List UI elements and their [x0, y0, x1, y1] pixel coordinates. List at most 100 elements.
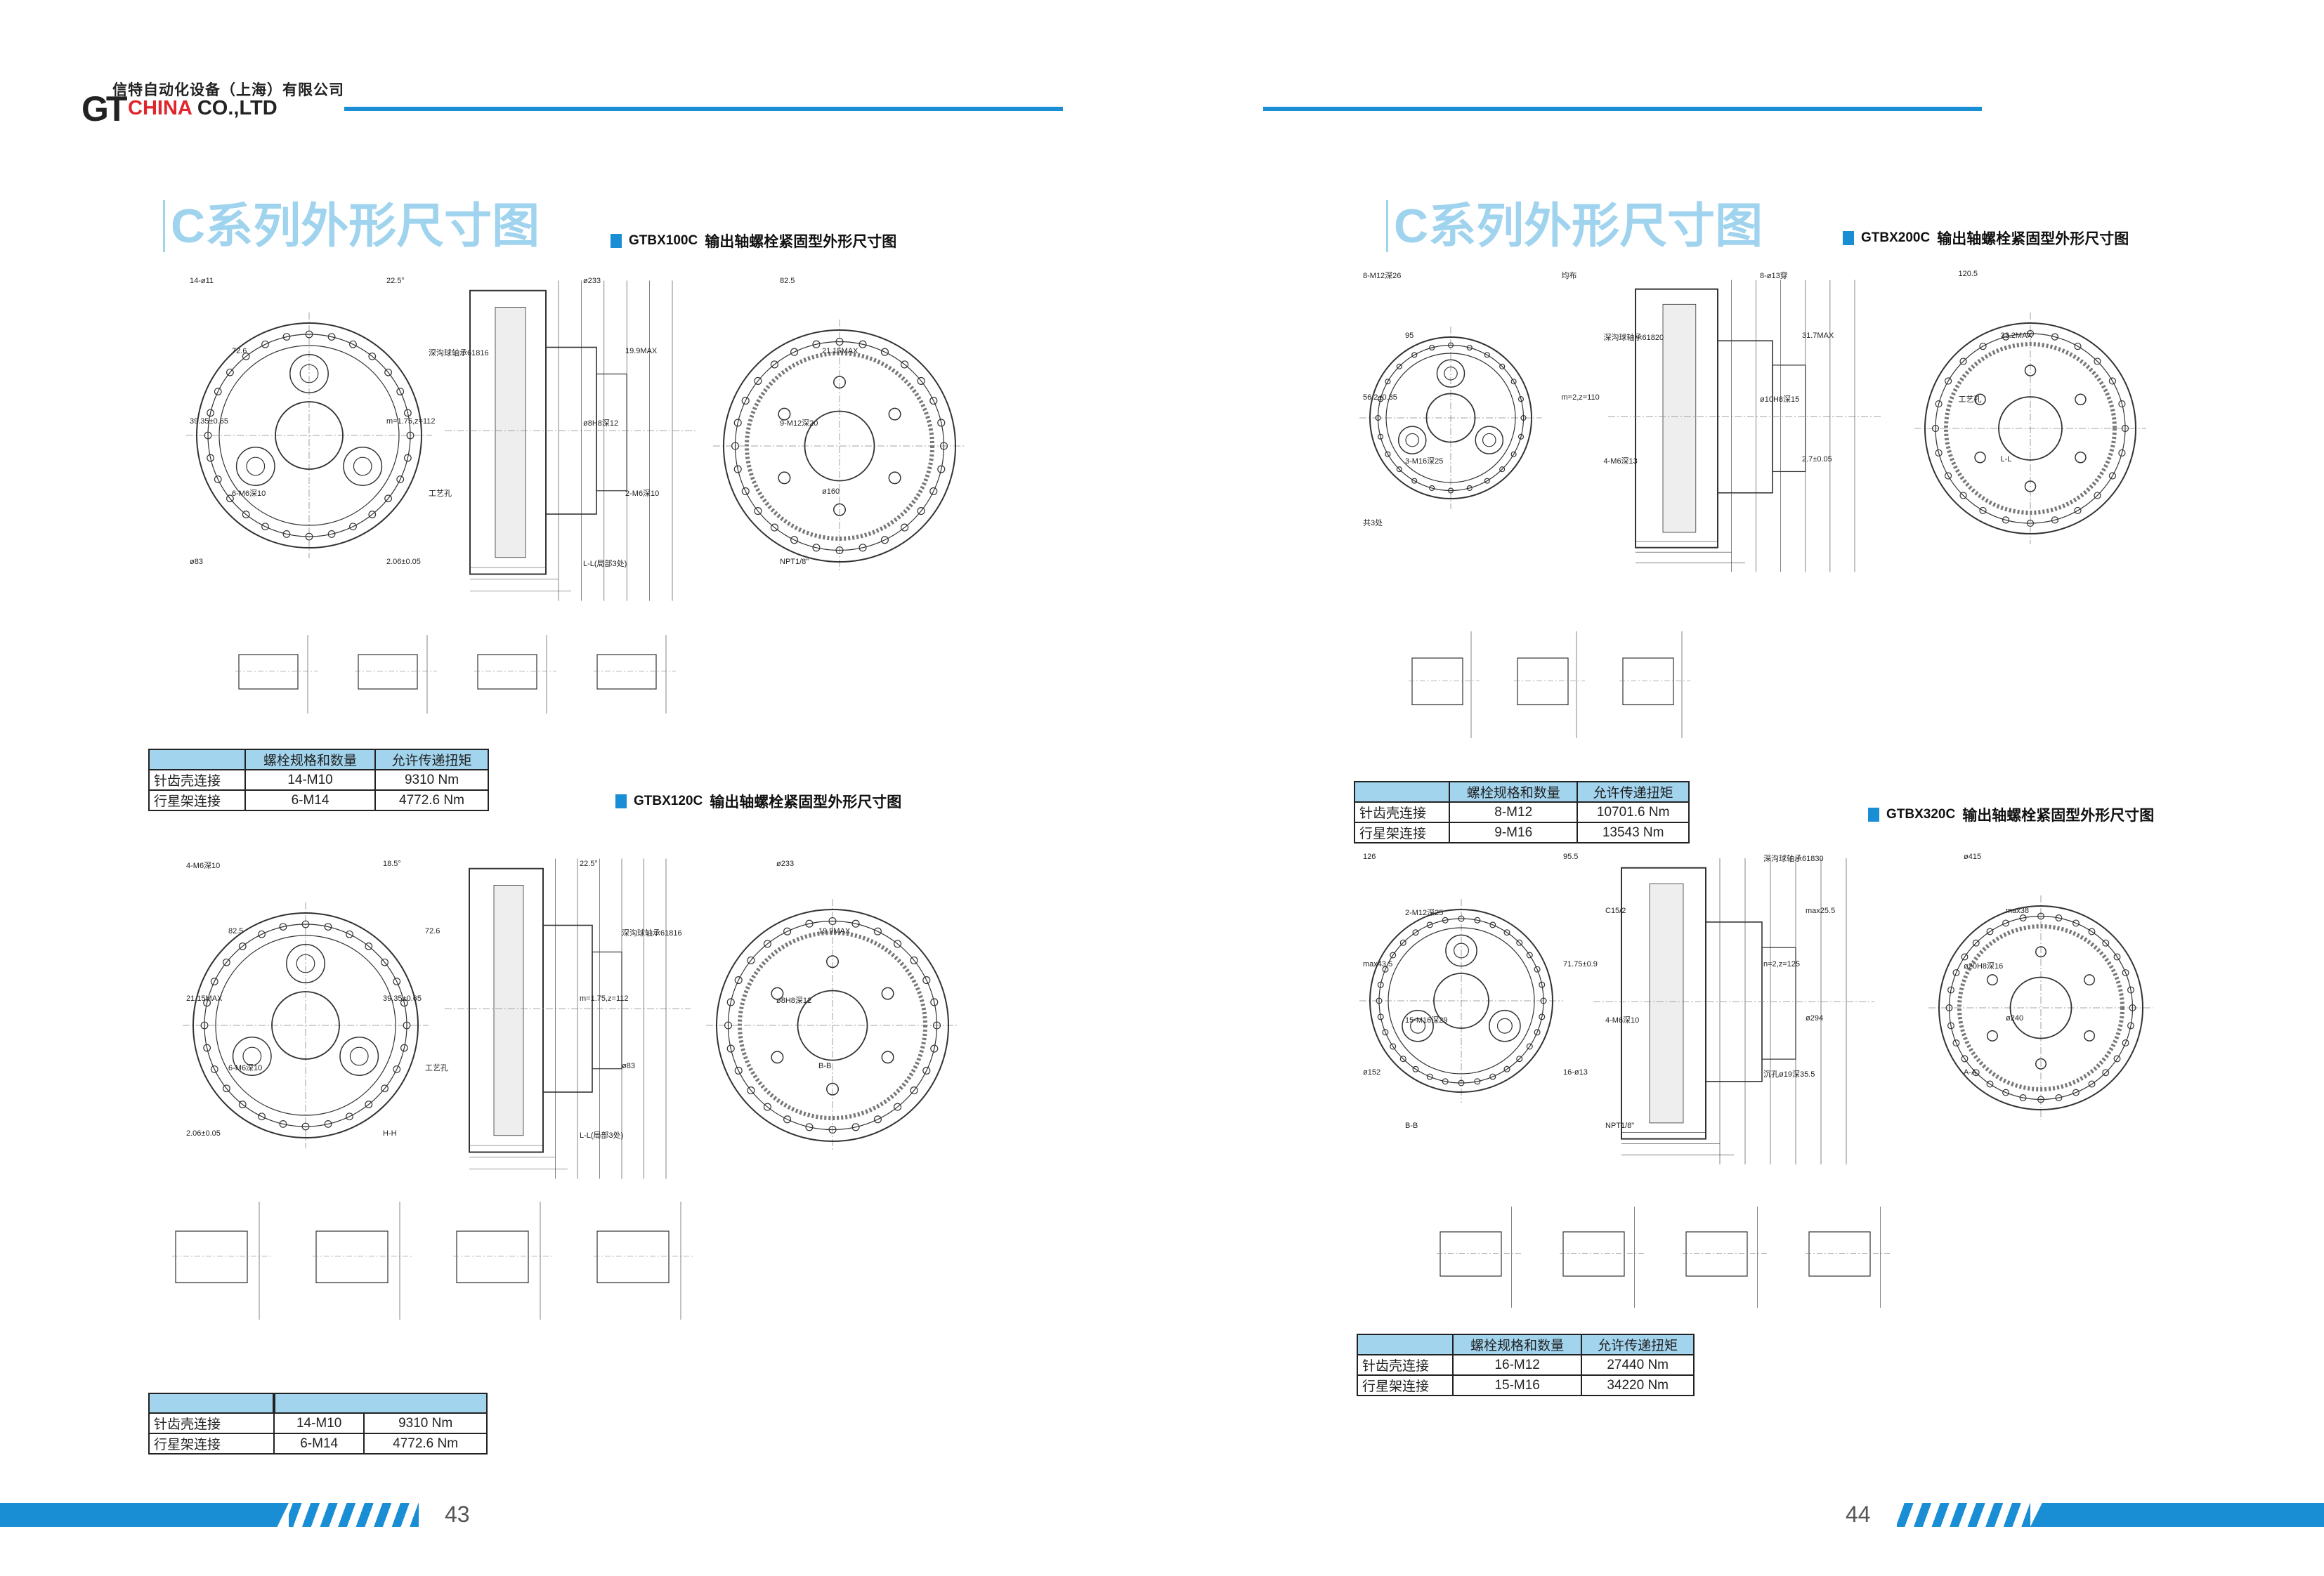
bolt-hole	[2002, 333, 2010, 341]
dimension-label: 9-M12深20	[780, 419, 818, 428]
bolt-hole	[1952, 1039, 1960, 1046]
dimension-label: 共3处	[1363, 519, 1383, 527]
dimension-label: B-B	[1405, 1122, 1418, 1131]
carrier-hole	[1986, 974, 1998, 986]
bolt-hole	[279, 923, 287, 931]
gtbx320c-section-view	[1593, 858, 1874, 1164]
bolt-hole	[770, 360, 778, 369]
bolt-hole	[346, 930, 353, 938]
bolt-hole	[1412, 929, 1419, 936]
bolt-hole	[279, 1119, 287, 1128]
bolt-hole	[223, 958, 230, 966]
dimension-label: ø233	[776, 860, 795, 868]
dimension-label: 15-M16深29	[1405, 1016, 1448, 1025]
footer-stripes-left	[289, 1503, 419, 1527]
dimension-label: 2.06±0.05	[386, 558, 421, 566]
dimension-label: 均布	[1561, 272, 1577, 280]
bolt-hole	[1377, 981, 1384, 988]
pin-ring	[218, 345, 400, 526]
bolt-hole	[1458, 915, 1465, 922]
carrier-hole-inner	[1496, 1018, 1513, 1034]
bolt-hole	[2127, 1022, 2134, 1030]
bolt-hole	[204, 431, 212, 440]
bolt-hole	[2055, 1094, 2063, 1101]
bolt-hole	[851, 1123, 860, 1131]
center-bore	[1433, 973, 1489, 1029]
bolt-hole	[859, 544, 867, 552]
bolt-hole	[726, 1044, 735, 1053]
carrier-hole-inner	[1405, 433, 1420, 447]
carrier-hole	[2075, 452, 2087, 464]
bolt-circle	[734, 341, 945, 551]
bolt-hole	[910, 1086, 918, 1095]
dimension-label: m=2,z=110	[1561, 393, 1600, 402]
detail-part	[238, 654, 299, 690]
page-title-left: C系列外形尺寸图	[163, 200, 540, 252]
bolt-hole	[930, 998, 939, 1006]
bolt-hole	[393, 1065, 401, 1073]
bolt-hole	[203, 1044, 211, 1052]
bolt-hole	[324, 923, 332, 931]
bolt-hole	[1499, 466, 1506, 473]
bolt-hole	[400, 1044, 408, 1052]
bolt-hole	[812, 340, 821, 348]
bolt-hole	[937, 465, 946, 473]
dimension-label: NPT1/8"	[1605, 1122, 1635, 1131]
detail-part	[1808, 1231, 1871, 1277]
dimension-label: ø415	[1964, 853, 1982, 861]
bolt-hole	[2118, 400, 2126, 408]
bolt-hole	[1534, 1029, 1541, 1036]
bolt-hole	[937, 419, 946, 427]
bolt-hole	[324, 1119, 332, 1128]
bolt-hole	[1961, 953, 1969, 961]
bolt-hole	[207, 409, 215, 417]
bolt-circle	[1378, 918, 1544, 1084]
bolt-hole	[349, 523, 357, 531]
dimension-label: 工艺孔	[1958, 395, 1982, 404]
pin-ring	[1385, 353, 1516, 483]
dimension-label: max38	[2006, 906, 2030, 915]
carrier-hole	[778, 407, 791, 421]
dimension-label: ø160	[822, 487, 840, 496]
detail-part	[1622, 657, 1674, 706]
bullet-square-icon	[1868, 808, 1879, 822]
bolt-hole	[210, 1065, 218, 1073]
dimension-label: 4-M6深13	[1603, 457, 1638, 466]
dimension-label: L-L(局部3处)	[580, 1131, 624, 1140]
bolt-hole	[1489, 1073, 1496, 1080]
dimension-label: A-A	[1964, 1068, 1977, 1077]
carrier-hole	[826, 1082, 839, 1096]
carrier-hole	[888, 471, 901, 485]
bolt-hole	[1426, 921, 1433, 928]
gtbx320c-detail-views	[1437, 1207, 1891, 1308]
carrier-hole	[826, 955, 839, 968]
bolt-hole	[1429, 344, 1435, 351]
bolt-hole	[1474, 917, 1481, 924]
carrier-hole	[235, 447, 275, 486]
bearing-area	[1649, 884, 1684, 1124]
bolt-hole	[1935, 400, 1943, 408]
bolt-hole	[770, 523, 778, 532]
dimension-label: ø10H8深15	[1760, 395, 1800, 404]
dimension-label: NPT1/8"	[780, 558, 809, 566]
gtbx200c-detail-views	[1409, 631, 1690, 738]
bolt-hole	[1986, 928, 1994, 935]
bolt-hole	[207, 454, 215, 462]
bearing-area	[495, 307, 526, 558]
dimension-label: 14-ø11	[190, 277, 214, 285]
bolt-hole	[2002, 919, 2010, 927]
bolt-hole	[2113, 1055, 2121, 1063]
dimension-label: 8-M12深26	[1363, 272, 1402, 280]
detail-part	[175, 1230, 248, 1284]
bolt-hole	[1447, 342, 1454, 348]
bolt-hole	[894, 940, 902, 948]
bolt-hole	[1979, 506, 1987, 515]
detail-part	[477, 654, 537, 690]
dimension-label: 4-M6深10	[186, 862, 221, 870]
bolt-hole	[939, 442, 948, 450]
carrier-hole	[2024, 365, 2037, 376]
carrier-hole	[833, 503, 846, 516]
